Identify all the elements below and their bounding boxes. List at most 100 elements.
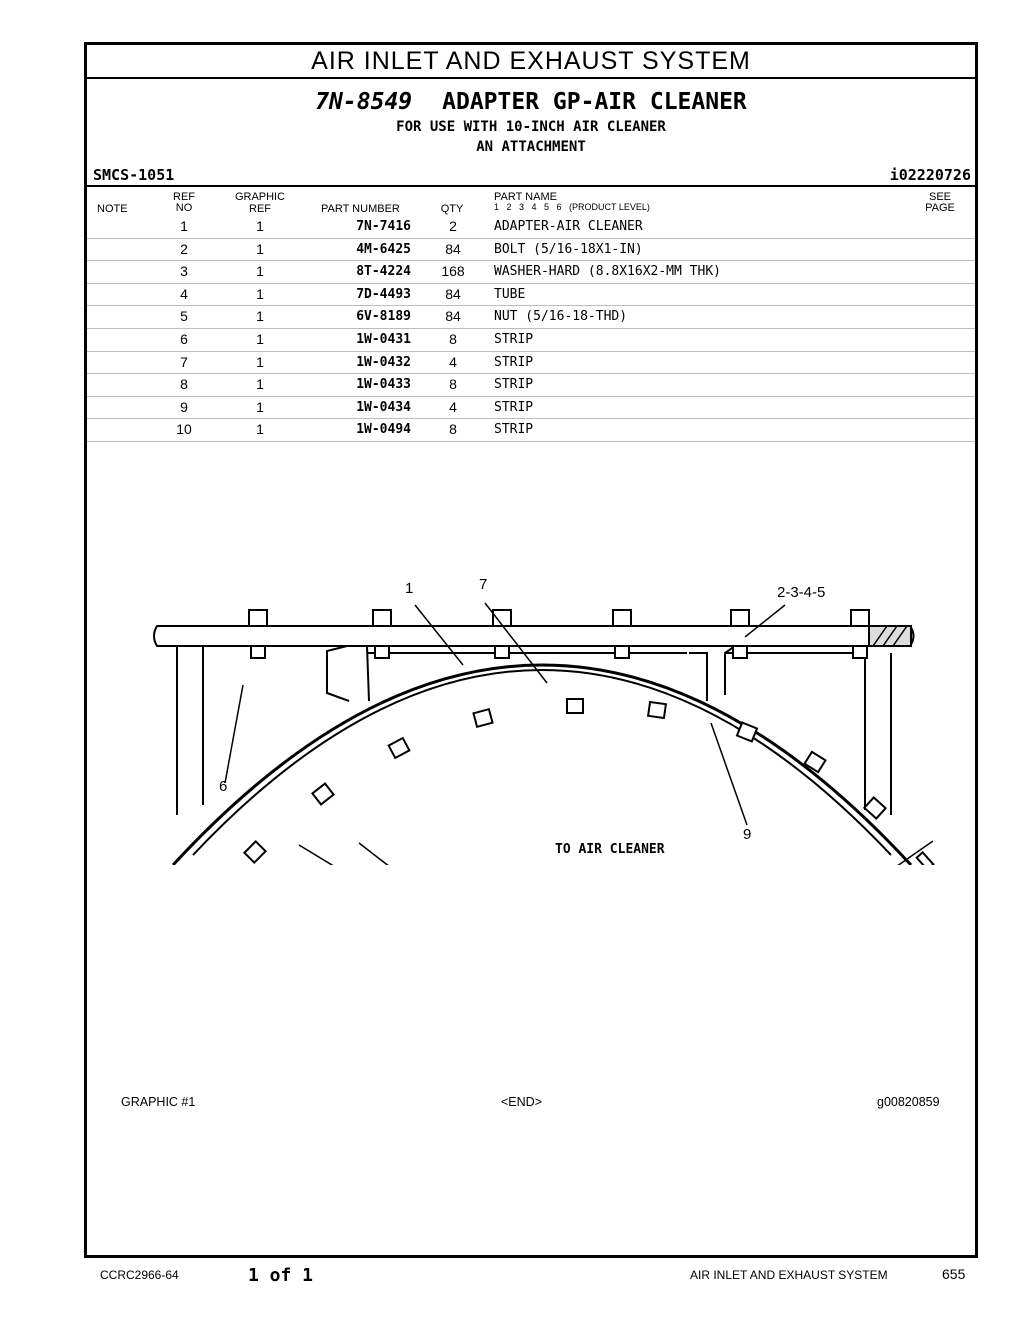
quantity: 4 — [449, 353, 457, 370]
col-ref-top: REF — [173, 191, 195, 203]
col-part-number: PART NUMBER — [321, 203, 400, 215]
bolt-icon — [472, 707, 494, 729]
table-row: 8 1 1W-0433 8 STRIP — [87, 374, 975, 397]
part-number: 6V-8189 — [356, 309, 411, 325]
graphic-id: g00820859 — [877, 1095, 940, 1109]
part-number: 7N-7416 — [356, 219, 411, 234]
part-name: STRIP — [494, 354, 534, 370]
table-row: 5 1 6V-8189 84 NUT (5/16-18-THD) — [87, 306, 975, 329]
graphic-ref: 1 — [256, 240, 264, 257]
quantity: 84 — [445, 285, 461, 302]
col-graphic-bottom: REF — [249, 203, 271, 215]
table-row: 4 1 7D-4493 84 TUBE — [87, 284, 975, 307]
arc-bolt-row — [242, 698, 935, 865]
table-row: 1 1 7N-7416 2 ADAPTER-AIR CLEANER — [87, 216, 975, 239]
bolt-icon — [387, 736, 411, 760]
col-ref-bottom: NO — [175, 202, 193, 214]
table-row: 2 1 4M-6425 84 BOLT (5/16-18X1-IN) — [87, 239, 975, 262]
ref-no: 1 — [180, 218, 188, 234]
ref-no: 8 — [180, 376, 188, 393]
inner-arc-strip — [192, 669, 892, 856]
graphic-ref: 1 — [256, 330, 264, 347]
col-graphic-top: GRAPHIC — [234, 191, 286, 203]
table-row: 10 1 1W-0494 8 STRIP — [87, 419, 975, 442]
part-number: 1W-0433 — [356, 377, 411, 393]
part-name: STRIP — [494, 422, 534, 438]
bolt-icon — [612, 609, 632, 627]
callout-1: 1 — [405, 580, 413, 597]
end-marker: <END> — [501, 1095, 542, 1109]
drawing-note: TO AIR CLEANER — [555, 842, 665, 857]
page-count: 1 of 1 — [248, 1265, 314, 1286]
part-number: 1W-0432 — [356, 354, 411, 370]
part-name: STRIP — [494, 377, 534, 393]
inner-strip-left — [326, 645, 350, 702]
attachment-note: AN ATTACHMENT — [476, 139, 586, 155]
col-part-name: PART NAME — [494, 191, 557, 203]
bolt-icon — [862, 796, 888, 820]
document-identifier: i02220726 — [889, 166, 971, 184]
exploded-view-drawing: 1 7 2-3-4-5 6 10 9 2-3-4-5 8 10 TO AIR C… — [153, 576, 935, 865]
bolt-icon — [566, 698, 584, 714]
col-see-top: SEE — [928, 191, 951, 203]
footer-section-name: AIR INLET AND EXHAUST SYSTEM — [690, 1268, 888, 1282]
bolt-icon — [735, 721, 759, 743]
part-number: 4M-6425 — [356, 241, 411, 257]
quantity: 4 — [449, 398, 457, 415]
part-name: NUT (5/16-18-THD) — [494, 309, 628, 325]
bolt-icon — [646, 700, 668, 720]
ref-no: 2 — [180, 240, 188, 257]
part-number: 8T-4224 — [356, 264, 411, 280]
graphic-ref: 1 — [256, 263, 264, 280]
graphic-ref: 1 — [256, 353, 264, 370]
ref-no: 10 — [176, 421, 192, 438]
callout-7: 7 — [479, 576, 487, 593]
bolt-icon — [850, 609, 870, 627]
page-number: 655 — [942, 1266, 966, 1282]
part-name: BOLT (5/16-18X1-IN) — [494, 241, 643, 257]
nut-icon — [732, 645, 748, 659]
table-row: 9 1 1W-0434 4 STRIP — [87, 397, 975, 420]
ref-no: 3 — [180, 263, 188, 280]
inner-strip-right — [724, 645, 865, 695]
ref-no: 4 — [180, 285, 188, 302]
nut-icon — [852, 645, 868, 659]
bolt-icon — [803, 750, 827, 774]
graphic-ref: 1 — [256, 285, 264, 302]
quantity: 8 — [449, 421, 457, 438]
usage-note: FOR USE WITH 10-INCH AIR CLEANER — [396, 119, 666, 135]
bolt-icon — [372, 609, 392, 627]
part-name: STRIP — [494, 331, 534, 347]
part-name: WASHER-HARD (8.8X16X2-MM THK) — [494, 264, 721, 280]
table-row: 7 1 1W-0432 4 STRIP — [87, 352, 975, 375]
col-note: NOTE — [97, 203, 128, 215]
graphic-ref: 1 — [256, 218, 264, 234]
nut-icon — [494, 645, 510, 659]
part-number: 7D-4493 — [356, 286, 411, 302]
callout-6: 6 — [219, 778, 227, 795]
graphic-label: GRAPHIC #1 — [121, 1095, 196, 1109]
table-row: 3 1 8T-4224 168 WASHER-HARD (8.8X16X2-MM… — [87, 261, 975, 284]
part-number: 1W-0494 — [356, 422, 411, 438]
quantity: 8 — [449, 376, 457, 393]
nut-icon — [614, 645, 630, 659]
part-name: STRIP — [494, 399, 534, 415]
ref-no: 7 — [180, 353, 188, 370]
graphic-ref: 1 — [256, 376, 264, 393]
graphic-ref: 1 — [256, 421, 264, 438]
adapter-top-bar — [153, 625, 915, 647]
graphic-ref: 1 — [256, 398, 264, 415]
ref-no: 5 — [180, 308, 188, 325]
ref-no: 6 — [180, 330, 188, 347]
bolt-icon — [310, 782, 336, 806]
quantity: 84 — [445, 240, 461, 257]
part-number: 1W-0431 — [356, 331, 411, 347]
col-qty: QTY — [440, 203, 464, 215]
col-see-bottom: PAGE — [925, 202, 955, 214]
outer-arc-strip — [171, 663, 913, 865]
callout-9: 9 — [743, 826, 751, 843]
col-product-level: 1 2 3 4 5 6 (PRODUCT LEVEL) — [494, 202, 650, 212]
bolt-icon — [248, 609, 268, 627]
